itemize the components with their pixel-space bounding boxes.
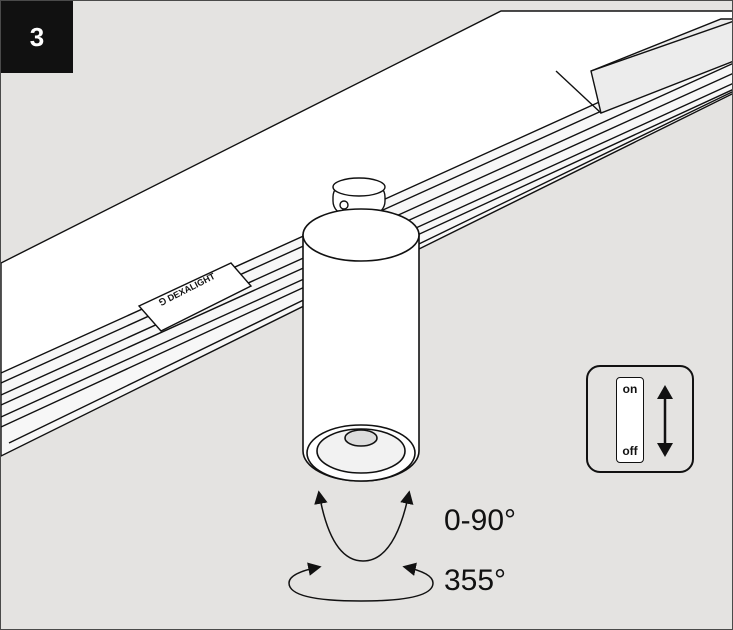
brand-plate xyxy=(137,262,253,332)
tilt-arrow xyxy=(314,490,414,562)
switch-toggle: on off xyxy=(616,377,644,463)
rotate-angle-label: 355° xyxy=(444,564,507,597)
switch-off-label: off xyxy=(622,444,638,458)
adapter-screw xyxy=(339,200,349,210)
spotlight-lens-inner xyxy=(316,428,406,474)
rotate-arrow xyxy=(288,562,434,602)
track-groove xyxy=(590,18,732,114)
spotlight-body xyxy=(302,208,420,482)
switch-on-label: on xyxy=(622,382,638,396)
step-number: 3 xyxy=(29,21,45,52)
switch-icon: on off xyxy=(586,365,694,473)
tilt-angle-label: 0-90° xyxy=(444,504,517,537)
track-adapter xyxy=(332,177,386,216)
step-badge: 3 xyxy=(1,1,73,73)
up-down-arrow-icon xyxy=(657,385,673,457)
